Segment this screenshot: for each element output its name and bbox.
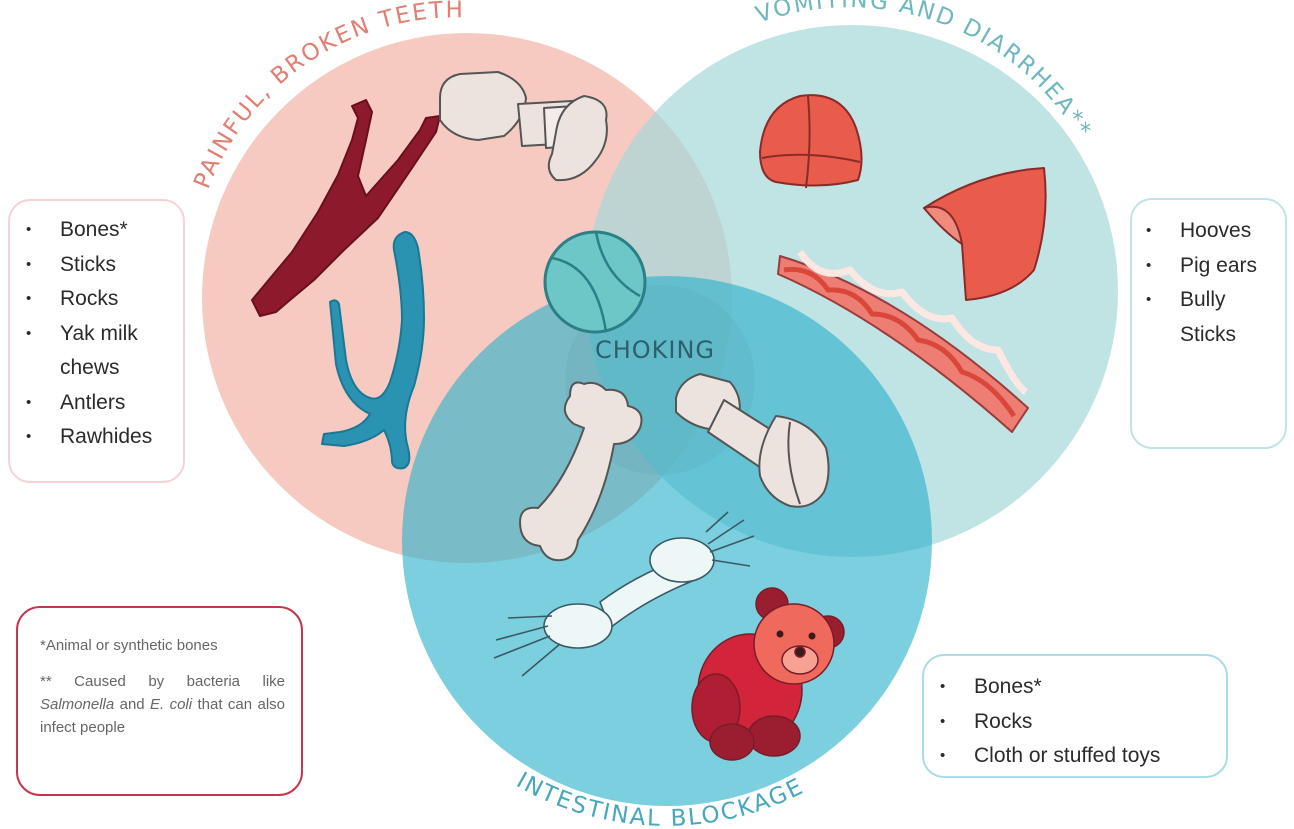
footnote-bacteria: ** Caused by bacteria like Salmonella an… (40, 670, 285, 739)
list-item: Bones* (934, 670, 1216, 705)
list-box-painful-broken-teeth: Bones* Sticks Rocks Yak milk chews Antle… (8, 199, 185, 483)
list-item: Pig ears (1140, 249, 1279, 284)
list-item: Sticks (20, 248, 173, 283)
footnote-bacteria-text: ** Caused by bacteria like (40, 673, 285, 690)
list-box-intestinal-blockage: Bones* Rocks Cloth or stuffed toys (922, 654, 1228, 778)
list-item: Cloth or stuffed toys (934, 739, 1216, 774)
list-item: Rocks (20, 282, 173, 317)
list-box-vomiting-diarrhea: Hooves Pig ears Bully Sticks (1130, 198, 1287, 449)
list-item: Yak milk (20, 317, 173, 352)
list-item-continuation: chews (20, 351, 173, 386)
tennis-ball-icon (545, 232, 645, 332)
list-item: Antlers (20, 386, 173, 421)
list-item-continuation: Sticks (1140, 318, 1279, 353)
label-choking: CHOKING (595, 336, 715, 364)
footnote-ecoli: E. coli (150, 696, 192, 713)
list-item: Bones* (20, 213, 173, 248)
list-item: Hooves (1140, 214, 1279, 249)
list-item: Rawhides (20, 420, 173, 455)
footnote-salmonella: Salmonella (40, 696, 114, 713)
list-item: Rocks (934, 705, 1216, 740)
footnote-and: and (114, 696, 150, 713)
list-item: Bully (1140, 283, 1279, 318)
footnote-bones: *Animal or synthetic bones (40, 634, 285, 657)
footnote-box: *Animal or synthetic bones ** Caused by … (16, 606, 303, 796)
